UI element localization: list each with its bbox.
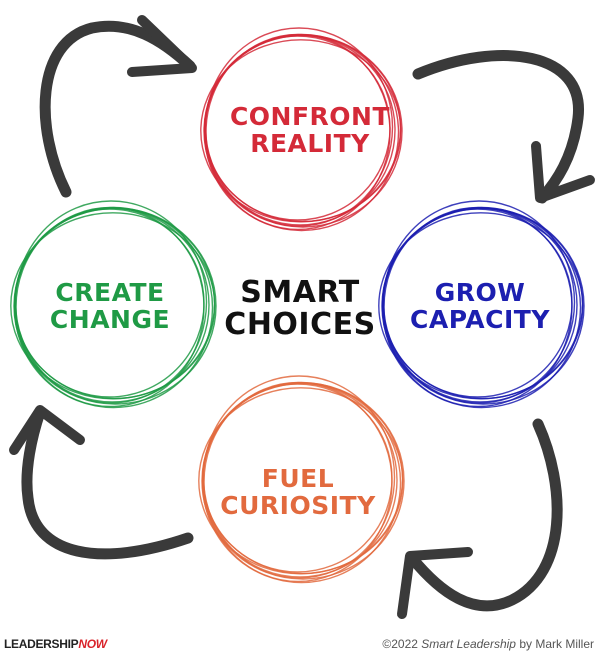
arrow-create-to-confront [39, 15, 197, 198]
logo-accent-text: NOW [78, 637, 107, 651]
node-label-line1: CONFRONT [229, 102, 391, 131]
center-label-line1: SMART [240, 275, 360, 310]
node-label-grow-capacity: GROW CAPACITY [370, 279, 590, 333]
node-label-line1: GROW [434, 278, 526, 307]
node-label-line2: CHANGE [49, 305, 171, 334]
credit-prefix: ©2022 [382, 637, 422, 651]
node-label-confront-reality: CONFRONT REALITY [200, 103, 420, 157]
node-label-line2: CURIOSITY [220, 491, 376, 520]
leadershipnow-logo: LEADERSHIPNOW [4, 637, 107, 651]
center-label-smart-choices: SMART CHOICES [215, 275, 385, 343]
node-label-line2: REALITY [250, 129, 370, 158]
node-label-line2: CAPACITY [410, 305, 550, 334]
circle-grow [378, 200, 585, 409]
circle-confront [200, 27, 403, 232]
circle-fuel [198, 375, 405, 584]
node-label-line1: CREATE [55, 278, 165, 307]
center-label-line2: CHOICES [224, 307, 376, 343]
credit-author: by Mark Miller [515, 637, 594, 651]
arrow-fuel-to-create [9, 405, 194, 560]
node-label-create-change: CREATE CHANGE [0, 279, 220, 333]
node-label-line1: FUEL [261, 464, 335, 493]
logo-main-text: LEADERSHIP [4, 637, 79, 651]
arrow-grow-to-fuel [397, 418, 563, 619]
copyright-credit: ©2022 Smart Leadership by Mark Miller [382, 637, 594, 651]
node-label-fuel-curiosity: FUEL CURIOSITY [188, 465, 408, 519]
arrow-confront-to-grow [412, 50, 595, 204]
credit-book-title: Smart Leadership [421, 637, 516, 651]
circle-create [10, 200, 217, 409]
